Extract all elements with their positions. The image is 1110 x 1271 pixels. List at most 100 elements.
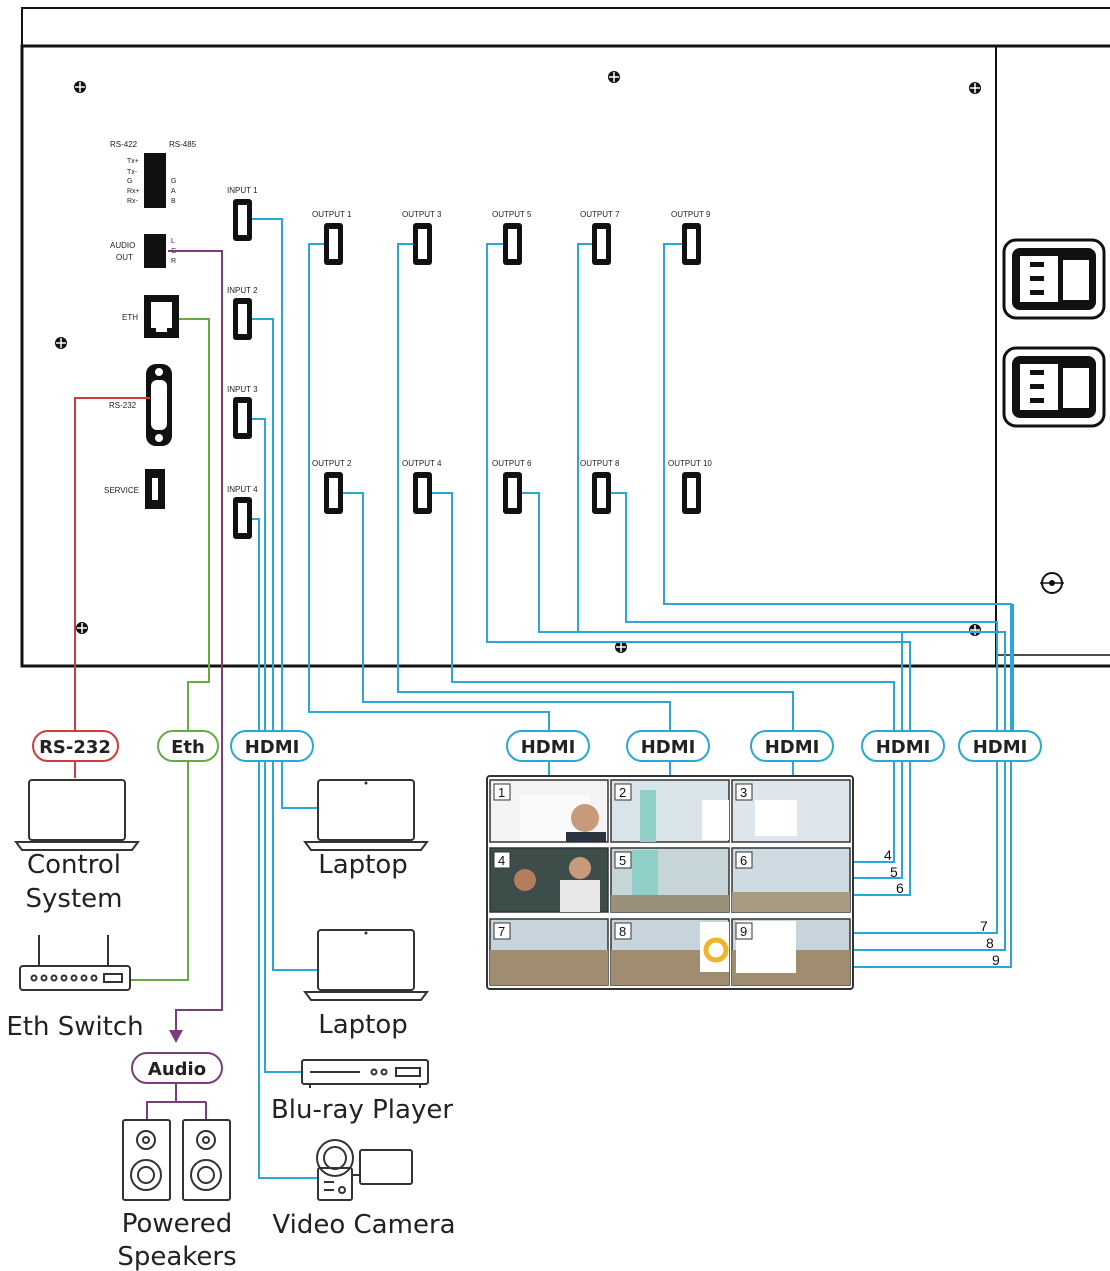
screw-icon [55,337,67,349]
hdmi-pill: HDMI [958,730,1042,762]
laptop-icon [14,779,140,851]
video-wall-tile[interactable]: 3 [731,779,851,843]
hdmi-input-port[interactable] [233,298,252,340]
hdmi-input-port[interactable] [233,397,252,439]
tile-number: 3 [740,785,747,800]
pin-label: R [171,258,176,265]
rs232-pill: RS-232 [32,730,119,762]
hdmi-output-port[interactable] [682,223,701,265]
device-label: Laptop [318,1010,408,1040]
rs232-cable [74,397,150,732]
rs232-port[interactable]: RS-232 [109,364,172,446]
eth-switch[interactable]: Eth Switch [6,935,144,1042]
hdmi-output-port[interactable] [324,223,343,265]
screw-icon [615,641,627,653]
hdmi-pill: HDMI [230,730,314,762]
video-wall-tile[interactable]: 9 [731,918,851,986]
output-label: OUTPUT 1 [312,210,352,219]
hdmi-pill-label: HDMI [521,737,576,758]
hdmi-pill-label: HDMI [641,737,696,758]
speaker-icon [182,1119,231,1201]
service-label: SERVICE [104,486,139,495]
device-label: Powered [122,1209,233,1239]
output-number: 8 [986,935,994,951]
hdmi-output-port[interactable] [413,223,432,265]
bluray-player-icon [301,1059,429,1088]
powered-speakers[interactable]: Powered Speakers [117,1119,237,1271]
hdmi-pill-label: HDMI [876,737,931,758]
input-label: INPUT 3 [227,385,258,394]
hdmi-output-port[interactable] [682,472,701,514]
ground-icon [1040,572,1064,594]
output-number: 9 [992,952,1000,968]
video-wall-tile[interactable]: 1 [489,779,609,843]
pin-label: Tx- [127,169,138,176]
hdmi-pill: HDMI [861,730,945,762]
audio-cable [168,250,223,1038]
hdmi-inputs: INPUT 1 INPUT 2 INPUT 3 INPUT 4 [227,186,258,539]
laptop-2[interactable]: Laptop [303,929,429,1040]
hdmi-outputs: OUTPUT 1 OUTPUT 3 OUTPUT 5 OUTPUT 7 OUTP… [312,210,712,514]
hdmi-output-port[interactable] [413,472,432,514]
output-label: OUTPUT 6 [492,459,532,468]
hdmi-output-port[interactable] [324,472,343,514]
device-label: Speakers [117,1242,236,1271]
output-label: OUTPUT 9 [671,210,711,219]
video-wall-tile[interactable]: 8 [610,918,730,986]
output-number: 7 [980,918,988,934]
rs422-rs485-connector[interactable]: RS-422 RS-485 Tx+ Tx- G Rx+ Rx- G A B [110,140,197,208]
eth-cable [179,318,210,732]
hdmi-output-port[interactable] [503,223,522,265]
audio-pill: Audio [131,1052,223,1084]
video-wall-tile[interactable]: 2 [610,779,730,843]
laptop-1[interactable]: Laptop [303,779,429,880]
service-port[interactable]: SERVICE [104,469,165,509]
video-wall-tile[interactable]: 6 [731,847,851,913]
audio-out-label: AUDIO [110,241,135,250]
cable-labels: RS-232 Eth HDMI HDMI HDMI HDMI HDMI HDMI… [32,730,1042,1084]
hdmi-input-port[interactable] [233,497,252,539]
pin-label: Tx+ [127,158,139,165]
video-wall-tile[interactable]: 7 [489,918,609,986]
tile-number: 5 [619,853,626,868]
laptop-icon [303,779,429,851]
tile-number: 8 [619,924,626,939]
output-label: OUTPUT 3 [402,210,442,219]
pin-label: G [171,178,176,185]
eth-port[interactable]: ETH [122,295,179,338]
hdmi-pill-label: HDMI [245,737,300,758]
video-wall-tile[interactable]: 5 [610,847,730,913]
device-label: Control [27,850,121,880]
tile-number: 2 [619,785,626,800]
hdmi-output-port[interactable] [592,223,611,265]
power-socket-icon[interactable] [1002,238,1106,320]
input-label: INPUT 4 [227,485,258,494]
hdmi-output-port[interactable] [503,472,522,514]
output-number: 6 [896,880,904,896]
bluray-player[interactable]: Blu-ray Player [271,1059,453,1125]
power-socket-icon[interactable] [1002,346,1106,428]
hdmi-pill-label: HDMI [973,737,1028,758]
eth-pill-label: Eth [171,737,205,758]
screw-icon [76,622,88,634]
laptop-icon [303,929,429,1001]
rs232-label: RS-232 [109,401,137,410]
device-label: Eth Switch [6,1012,143,1042]
input-label: INPUT 2 [227,286,258,295]
audio-pill-label: Audio [148,1059,206,1080]
device-chassis [20,7,1110,668]
output-label: OUTPUT 10 [668,459,712,468]
device-label: System [26,884,123,914]
hdmi-cable [252,518,318,1179]
screw-icon [608,71,620,83]
video-wall-tile[interactable]: 4 [489,847,609,913]
hdmi-input-port[interactable] [233,199,252,241]
video-camera[interactable]: Video Camera [272,1139,456,1240]
screw-icon [969,624,981,636]
device-label: Laptop [318,850,408,880]
control-system[interactable]: Control System [14,779,140,914]
hdmi-output-port[interactable] [592,472,611,514]
eth-pill: Eth [157,730,219,762]
